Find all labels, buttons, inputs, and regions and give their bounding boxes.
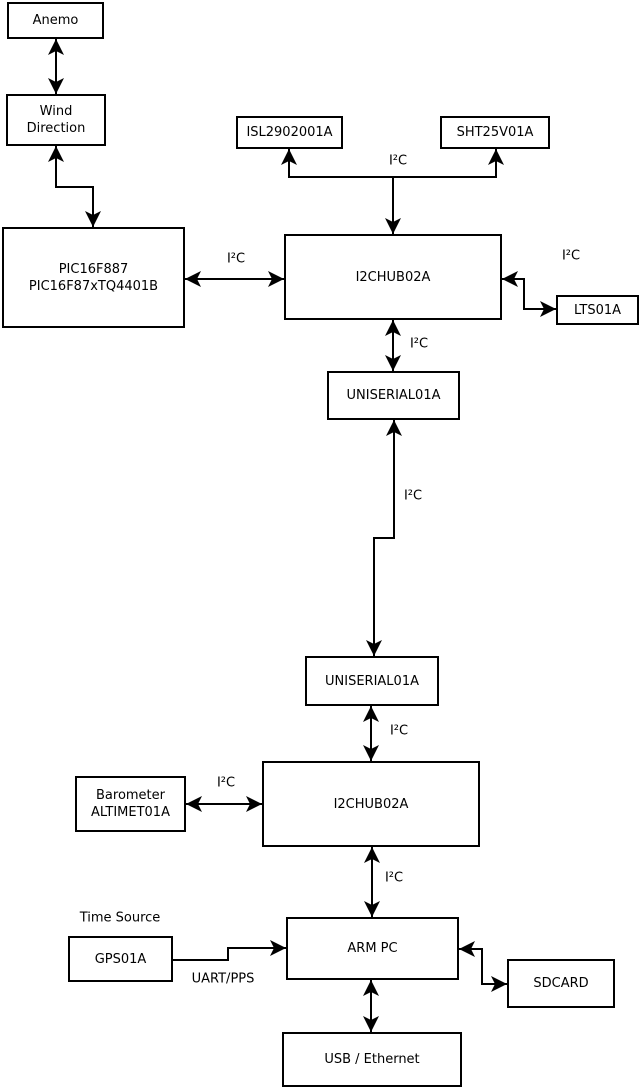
edge-wind-pic xyxy=(48,146,101,227)
edge-gps-arm xyxy=(173,940,286,961)
box-isl2902001a-label: ISL2902001A xyxy=(246,125,333,140)
box-gps01a: GPS01A xyxy=(68,936,173,982)
label-i2c-hub2-arm: I²C xyxy=(384,870,404,886)
label-i2c-uniserial2-hub2: I²C xyxy=(389,723,409,739)
box-anemo: Anemo xyxy=(7,2,104,39)
box-wind-direction: Wind Direction xyxy=(6,94,106,146)
edge-uniserial2-hub2 xyxy=(363,706,379,761)
box-sht25v01a: SHT25V01A xyxy=(440,116,550,149)
edge-arm-sdcard xyxy=(459,941,507,992)
box-i2chub02a-2: I2CHUB02A xyxy=(262,761,480,847)
box-gps01a-label: GPS01A xyxy=(94,951,147,967)
label-i2c-uniserial-link: I²C xyxy=(403,488,423,504)
box-uniserial01a-2-label: UNISERIAL01A xyxy=(325,673,419,689)
label-i2c-hub1-lts: I²C xyxy=(561,248,581,264)
box-barometer-line1: Barometer xyxy=(96,788,165,803)
box-pic16f887-line1: PIC16F887 xyxy=(58,261,129,277)
box-sht25v01a-label: SHT25V01A xyxy=(456,125,534,140)
edge-anemo-wind xyxy=(48,39,64,94)
edge-barometer-hub2 xyxy=(186,796,262,812)
box-lts01a: LTS01A xyxy=(556,295,639,325)
box-barometer-line2: ALTIMET01A xyxy=(91,805,170,820)
box-uniserial01a-1: UNISERIAL01A xyxy=(327,371,460,420)
box-sdcard: SDCARD xyxy=(507,959,615,1008)
box-sdcard-label: SDCARD xyxy=(533,976,589,991)
box-i2chub02a-1-label: I2CHUB02A xyxy=(355,269,431,285)
edge-hub1-sensors xyxy=(281,149,504,234)
box-barometer-altimet01a: Barometer ALTIMET01A xyxy=(75,776,186,832)
box-usb-ethernet-label: USB / Ethernet xyxy=(324,1052,420,1067)
edge-hub1-lts xyxy=(502,271,556,317)
box-pic16f887-line2: PIC16F87xTQ4401B xyxy=(28,278,159,294)
label-i2c-sensors: I²C xyxy=(388,153,408,169)
box-arm-pc: ARM PC xyxy=(286,917,459,980)
box-anemo-label: Anemo xyxy=(32,13,79,28)
box-pic16f887: PIC16F887 PIC16F87xTQ4401B xyxy=(2,227,185,328)
edge-hub1-uniserial1 xyxy=(385,320,401,371)
box-i2chub02a-1: I2CHUB02A xyxy=(284,234,502,320)
box-uniserial01a-2: UNISERIAL01A xyxy=(305,656,439,706)
box-wind-direction-line2: Direction xyxy=(26,121,86,136)
box-usb-ethernet: USB / Ethernet xyxy=(282,1032,462,1087)
box-arm-pc-label: ARM PC xyxy=(347,941,398,956)
box-isl2902001a: ISL2902001A xyxy=(236,116,343,149)
box-lts01a-label: LTS01A xyxy=(573,302,622,318)
box-wind-direction-line1: Wind xyxy=(39,104,73,119)
edge-pic-hub1 xyxy=(185,271,284,287)
edge-arm-usb xyxy=(363,980,379,1032)
edge-hub2-arm xyxy=(364,847,380,917)
edge-uniserial1-uniserial2 xyxy=(366,420,402,656)
label-i2c-hub1-uniserial1: I²C xyxy=(409,336,429,352)
label-uart-pps: UART/PPS xyxy=(191,971,255,987)
label-i2c-barometer: I²C xyxy=(216,775,236,791)
box-i2chub02a-2-label: I2CHUB02A xyxy=(333,796,409,812)
box-uniserial01a-1-label: UNISERIAL01A xyxy=(346,388,441,403)
label-time-source: Time Source xyxy=(79,910,161,926)
label-i2c-pic-hub1: I²C xyxy=(226,251,246,267)
